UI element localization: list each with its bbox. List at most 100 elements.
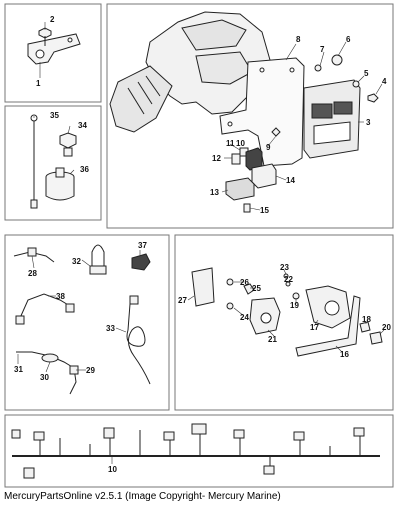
callout-38: 38: [56, 292, 65, 301]
callout-24: 24: [240, 313, 249, 322]
washer-24: [226, 302, 234, 310]
harness-plug-5: [191, 423, 207, 435]
callout-18: 18: [362, 315, 371, 324]
callout-28: 28: [28, 269, 37, 278]
callout-20: 20: [382, 323, 391, 332]
callout-9: 9: [266, 143, 271, 152]
starter-line-3: [145, 75, 161, 97]
copyright-caption: MercuryPartsOnline v2.5.1 (Image Copyrig…: [4, 491, 281, 502]
callout-15: 15: [260, 206, 269, 215]
callout-8: 8: [296, 35, 301, 44]
temp-switch: [59, 132, 77, 149]
callout-36: 36: [80, 165, 89, 174]
callout-14: 14: [286, 176, 295, 185]
callout-26: 26: [240, 278, 249, 287]
bracket-17-hole: [324, 300, 340, 316]
ecm-connector-a: [311, 103, 333, 119]
callout-12: 12: [212, 154, 221, 163]
lead-terminal: [30, 199, 38, 209]
callout-16: 16: [340, 350, 349, 359]
oil-sender-post: [55, 167, 65, 178]
callout-3: 3: [366, 118, 371, 127]
harness-plug-7: [293, 431, 305, 441]
callout-22: 22: [284, 275, 293, 284]
callout-7: 7: [320, 45, 325, 54]
panel-frame-bracket-assembly: [174, 234, 394, 411]
ecm-connector-b: [333, 101, 353, 115]
plate-hole-1: [259, 67, 265, 73]
panel-bracket-bolt: [27, 27, 81, 65]
callout-31: 31: [14, 365, 23, 374]
callout-1: 1: [36, 79, 41, 88]
nut-25: [243, 283, 255, 295]
panel-sensor-lead: [30, 114, 77, 209]
panel-frame-bracket-bolt: [4, 3, 102, 103]
fuse-holder-30: [41, 353, 59, 363]
relay-12: [231, 153, 241, 165]
callout-11: 11: [226, 139, 235, 148]
panel-frame-main-harness: [4, 414, 394, 488]
callout-27: 27: [178, 296, 187, 305]
panel-frame-harness-parts: [4, 234, 170, 411]
fuse-block-14: [251, 163, 277, 189]
panel-main-harness: [11, 423, 380, 479]
panel-frame-engine-ecm: [106, 3, 394, 229]
bracket-hole-small: [67, 37, 73, 43]
washer-6: [331, 54, 343, 66]
callout-32: 32: [72, 257, 81, 266]
engine-detail-upper: [181, 19, 247, 51]
callout-35: 35: [50, 111, 59, 120]
engine-detail-mid: [195, 51, 253, 85]
callout-5: 5: [364, 69, 369, 78]
harness-38-end-a: [15, 315, 25, 325]
callout-25: 25: [252, 284, 261, 293]
harness-branch-a: [39, 430, 361, 466]
clip-28: [27, 247, 37, 257]
leader-lines: [17, 22, 385, 464]
callout-10: 10: [236, 139, 245, 148]
starter-line-1: [127, 87, 145, 115]
bushing-5: [352, 80, 360, 88]
callout-17: 17: [310, 323, 319, 332]
harness-plug-2: [33, 431, 45, 441]
callout-19: 19: [290, 301, 299, 310]
harness-38-end-b: [65, 303, 75, 313]
harness-plug-9: [263, 465, 275, 475]
harness-38: [19, 293, 71, 319]
ecm-label-area: [313, 121, 351, 145]
connector-37: [131, 253, 151, 271]
callout-21: 21: [268, 335, 277, 344]
washer-26: [226, 278, 234, 286]
screw-9: [271, 127, 281, 137]
coil-cord-plug: [129, 295, 139, 305]
support-strap-16: [295, 295, 361, 357]
callout-6: 6: [346, 35, 351, 44]
oil-sender-body: [45, 177, 75, 201]
callout-37: 37: [138, 241, 147, 250]
panel-harness-parts: [13, 244, 151, 395]
callout-29: 29: [86, 366, 95, 375]
screw-4: [367, 93, 379, 103]
callout-23: 23: [280, 263, 289, 272]
harness-plug-6: [233, 429, 245, 439]
callout-4: 4: [382, 77, 387, 86]
temp-switch-stem: [63, 147, 73, 157]
harness-31-30-29: [16, 351, 77, 395]
bolt-18: [359, 321, 371, 333]
harness-plug-4: [163, 431, 175, 441]
plate-hole-2: [289, 67, 295, 73]
breaker-terminal: [260, 312, 272, 324]
starter-line-2: [137, 81, 153, 105]
callout-10-harness: 10: [108, 465, 117, 474]
bracket-27: [191, 267, 215, 307]
panel-frame-sensor-lead: [4, 105, 102, 221]
mount-bracket: [27, 33, 81, 65]
callout-34: 34: [78, 121, 87, 130]
panel-engine-ecm: [109, 11, 379, 213]
wire-28: [13, 251, 55, 263]
fuse-15: [243, 203, 251, 213]
harness-plug-1: [11, 429, 21, 439]
callout-2: 2: [50, 15, 55, 24]
harness-plug-10: [23, 467, 35, 479]
